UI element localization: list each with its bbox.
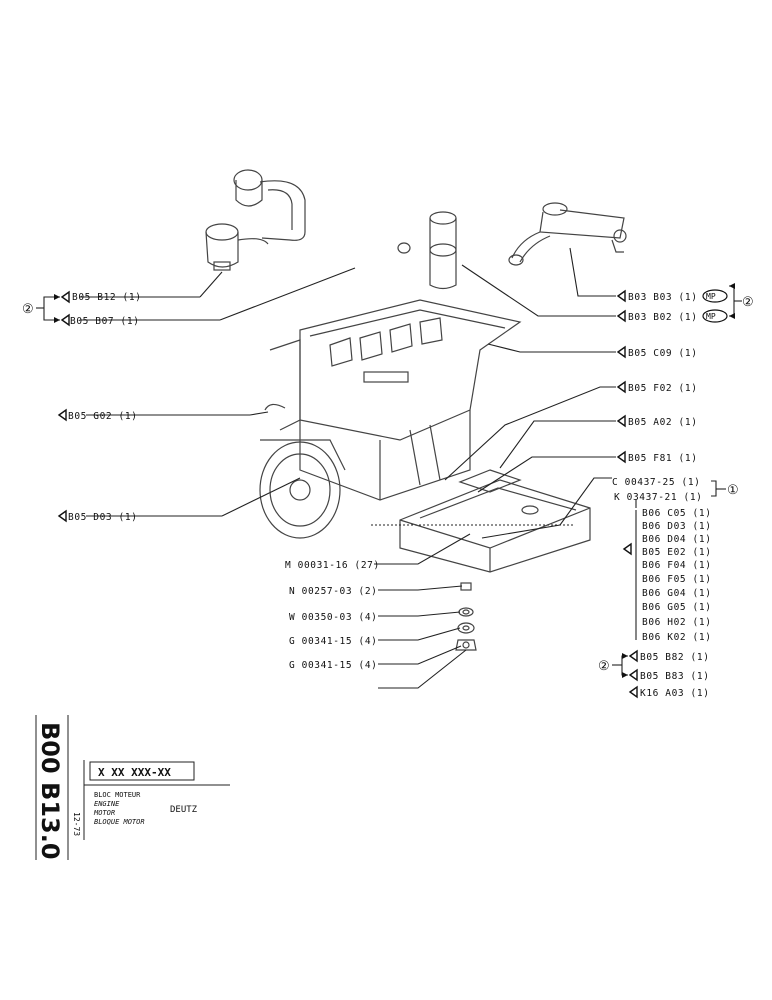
arrow-b03-b03 bbox=[616, 289, 626, 303]
b06-parts-list: B06 C05 (1) B06 D03 (1) B06 D04 (1) B05 … bbox=[642, 508, 712, 643]
label-c00437: C 00437-25 (1) bbox=[612, 477, 700, 488]
revision-date: 12-73 bbox=[72, 812, 81, 836]
label-b03-b03: B03 B03 (1) bbox=[628, 292, 698, 303]
label-b05-f81: B05 F81 (1) bbox=[628, 453, 698, 464]
make: DEUTZ bbox=[170, 805, 198, 815]
part-number: X XX XXX-XX bbox=[98, 766, 171, 779]
bracket-arrow-left-top bbox=[54, 294, 60, 300]
arrow-b05-g02 bbox=[57, 408, 67, 422]
label-b05-g02: B05 G02 (1) bbox=[68, 411, 138, 422]
mp-badge-bottom: MP bbox=[702, 309, 728, 323]
label-b06-item: B05 E02 (1) bbox=[642, 547, 712, 558]
title-block: B00 B13.0 12-73 X XX XXX-XX BLOC MOTEUR … bbox=[35, 715, 230, 860]
name-es: BLOQUE MOTOR bbox=[94, 818, 145, 826]
mp-badge-top: MP bbox=[702, 289, 728, 303]
arrow-b05-b12 bbox=[60, 290, 70, 304]
label-b06-item: B06 K02 (1) bbox=[642, 632, 712, 643]
engine-illustration bbox=[205, 169, 627, 651]
label-b05-b82: B05 B82 (1) bbox=[640, 652, 710, 663]
arrow-b05-f02 bbox=[616, 380, 626, 394]
arrow-b03-b02 bbox=[616, 309, 626, 323]
reference-arrows bbox=[54, 283, 735, 699]
label-k16-a03: K16 A03 (1) bbox=[640, 688, 710, 699]
bracket-arrow-mid-bottom bbox=[622, 672, 628, 678]
hardware-labels: M 00031-16 (27) N 00257-03 (2) W 00350-0… bbox=[285, 560, 380, 671]
leader-lines bbox=[36, 247, 742, 689]
arrow-b05-b83 bbox=[628, 668, 638, 682]
bracket-arrow-right-top bbox=[729, 283, 735, 289]
arrow-b05-a02 bbox=[616, 414, 626, 428]
bracket-arrow-right-bottom bbox=[729, 313, 735, 319]
bracket-arrow-mid-top bbox=[622, 653, 628, 659]
label-k03437: K 03437-21 (1) bbox=[614, 492, 702, 503]
label-b05-a02: B05 A02 (1) bbox=[628, 417, 698, 428]
label-w00350: W 00350-03 (4) bbox=[289, 612, 377, 623]
filler-tube-drawing bbox=[397, 211, 457, 290]
arrow-k16-a03 bbox=[628, 685, 638, 699]
arrow-b05-f81 bbox=[616, 450, 626, 464]
label-b06-item: B06 D03 (1) bbox=[642, 521, 712, 532]
arrow-b05-c09 bbox=[616, 345, 626, 359]
label-b05-c09: B05 C09 (1) bbox=[628, 348, 698, 359]
exhaust-pipe-drawing bbox=[508, 202, 627, 266]
name-en: ENGINE bbox=[94, 800, 120, 808]
name-de: MOTOR bbox=[93, 809, 115, 817]
ref-code: B00 B13.0 bbox=[36, 722, 64, 860]
mp-badge-text: MP bbox=[706, 292, 716, 301]
label-b06-item: B06 C05 (1) bbox=[642, 508, 712, 519]
label-b05-f02: B05 F02 (1) bbox=[628, 383, 698, 394]
bracket-arrow-left-bottom bbox=[54, 317, 60, 323]
label-b06-item: B06 F04 (1) bbox=[642, 560, 712, 571]
arrow-b05-b07 bbox=[60, 313, 70, 327]
callout-circle-2-mid: ② bbox=[598, 659, 610, 674]
callout-circle-2-left: ② bbox=[22, 302, 34, 317]
air-filter-drawing bbox=[205, 169, 306, 271]
engine-block-drawing bbox=[259, 299, 522, 539]
label-b06-item: B06 G05 (1) bbox=[642, 602, 712, 613]
name-fr: BLOC MOTEUR bbox=[94, 791, 141, 799]
arrow-b05-b82 bbox=[628, 649, 638, 663]
callouts: ② ② ① ② MP MP bbox=[22, 289, 754, 674]
arrow-b05-d03 bbox=[57, 509, 67, 523]
label-b06-item: B06 D04 (1) bbox=[642, 534, 712, 545]
label-b06-item: B06 H02 (1) bbox=[642, 617, 712, 628]
mp-badge-text: MP bbox=[706, 312, 716, 321]
label-b05-d03: B05 D03 (1) bbox=[68, 512, 138, 523]
callout-circle-2-right: ② bbox=[742, 295, 754, 310]
oil-pan-drawing bbox=[399, 469, 591, 573]
arrow-b06-group bbox=[622, 542, 632, 556]
label-b03-b02: B03 B02 (1) bbox=[628, 312, 698, 323]
label-g00341-b: G 00341-15 (4) bbox=[289, 660, 377, 671]
label-m00031: M 00031-16 (27) bbox=[285, 560, 380, 571]
label-b06-item: B06 F05 (1) bbox=[642, 574, 712, 585]
label-b05-b12: B05 B12 (1) bbox=[72, 292, 142, 303]
hardware-stack-drawing bbox=[455, 582, 477, 651]
callout-circle-1: ① bbox=[727, 483, 739, 498]
label-g00341-a: G 00341-15 (4) bbox=[289, 636, 377, 647]
right-labels: B03 B03 (1) B03 B02 (1) B05 C09 (1) B05 … bbox=[612, 292, 712, 699]
label-b06-item: B06 G04 (1) bbox=[642, 588, 712, 599]
label-b05-b07: B05 B07 (1) bbox=[70, 316, 140, 327]
label-n00257: N 00257-03 (2) bbox=[289, 586, 377, 597]
left-labels: B05 B12 (1) B05 B07 (1) B05 G02 (1) B05 … bbox=[68, 292, 142, 523]
label-b05-b83: B05 B83 (1) bbox=[640, 671, 710, 682]
